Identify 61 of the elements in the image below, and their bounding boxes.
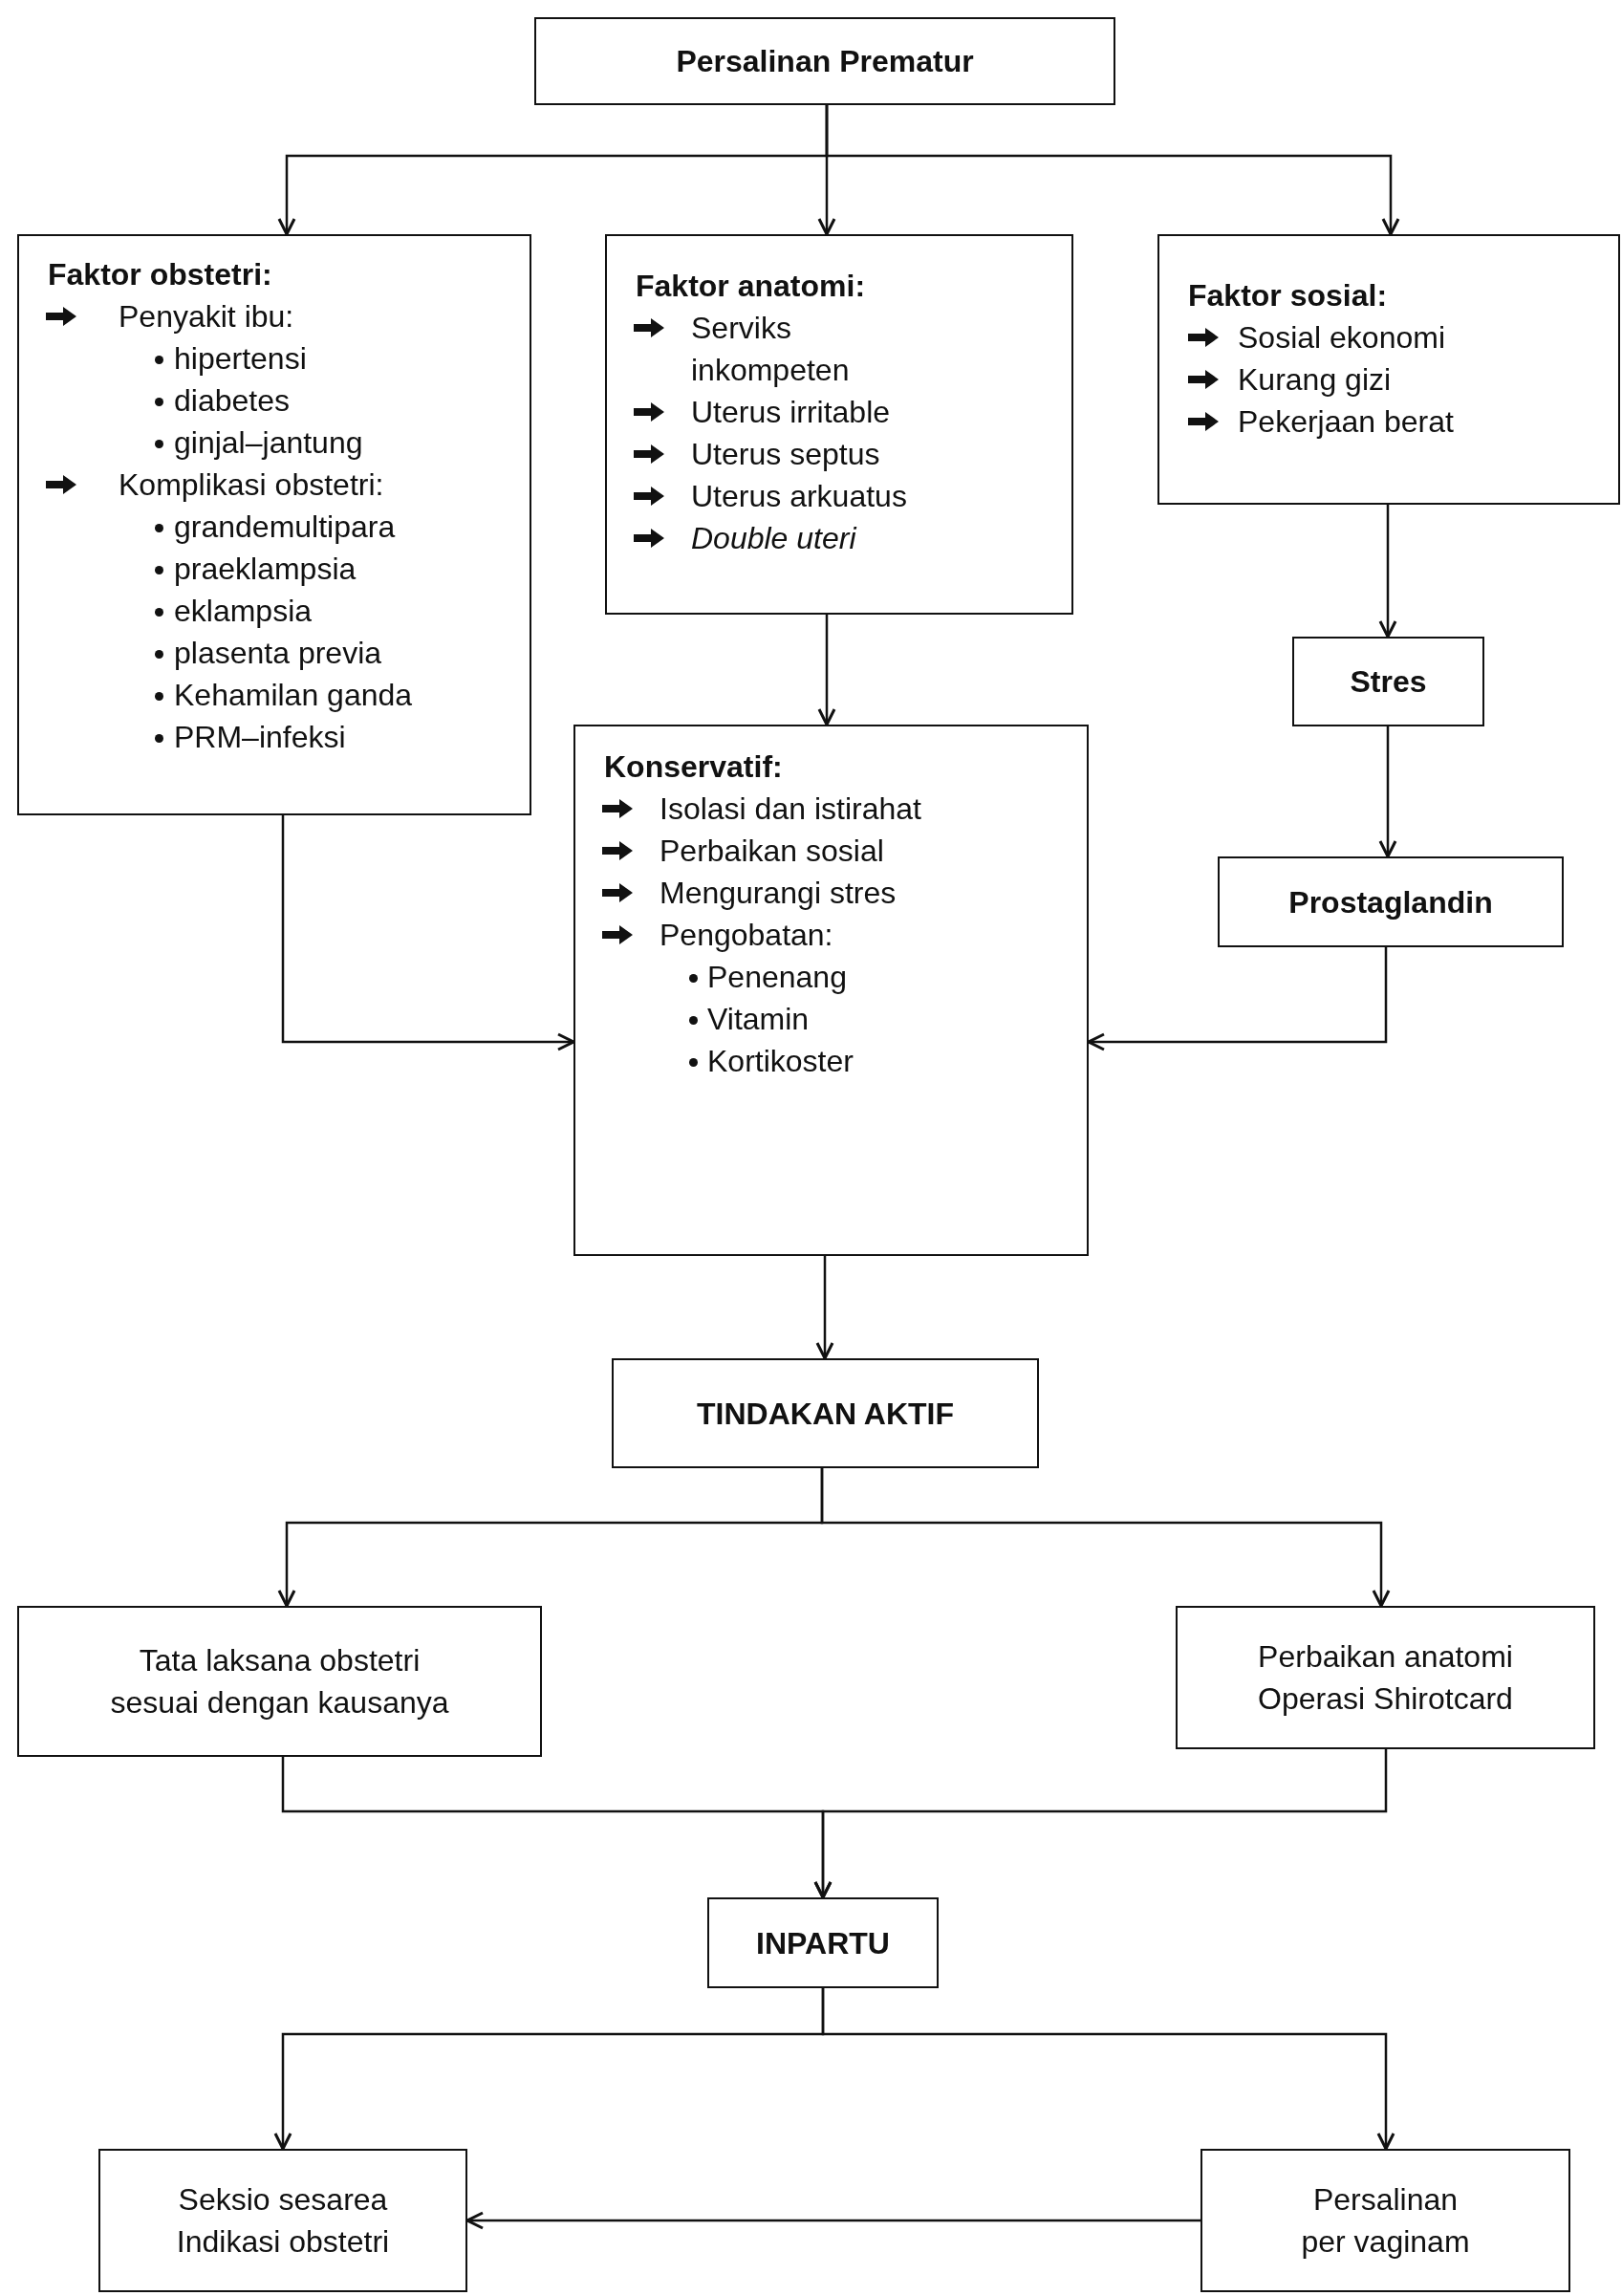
list-item: Pengobatan: [660, 917, 833, 954]
process-box [98, 2149, 467, 2292]
arrow [1378, 505, 1397, 639]
arrow [825, 105, 1400, 236]
list-item: Uterus septus [691, 436, 880, 473]
arrow [1378, 726, 1397, 858]
process-box [707, 1897, 939, 1988]
list-item: grandemultipara [174, 509, 396, 546]
arrow [281, 815, 575, 1051]
box-label: INPARTU [756, 1924, 890, 1962]
list-item: Serviks inkompeten [691, 310, 851, 389]
box-label: Prostaglandin [1288, 883, 1493, 921]
list-item: Penyakit ibu: [119, 298, 294, 336]
list-item: Kortikoster [707, 1043, 854, 1080]
process-box [573, 725, 1089, 1256]
arrow [817, 615, 836, 726]
box-heading: Faktor obstetri: [47, 256, 272, 293]
list-item: ginjal–jantung [174, 424, 363, 462]
list-item: Vitamin [707, 1001, 810, 1038]
box-label: Persalinan Prematur [676, 43, 974, 80]
process-box [17, 1606, 542, 1757]
box-label: Perbaikan anatomi Operasi Shirotcard [1257, 1638, 1514, 1718]
list-item: Mengurangi stres [660, 875, 897, 912]
process-box [1157, 234, 1620, 505]
list-item: Uterus irritable [691, 394, 891, 431]
list-item: Penenang [707, 959, 847, 996]
list-item: Sosial ekonomi [1238, 319, 1445, 357]
list-item: praeklampsia [174, 551, 357, 588]
process-box [1218, 856, 1564, 947]
list-item: hipertensi [174, 340, 307, 378]
list-item: Double uteri [691, 520, 856, 557]
box-label: Tata laksana obstetri sesuai dengan kausanya [109, 1642, 450, 1722]
arrow [813, 1749, 1388, 1899]
list-item: Kehamilan ganda [174, 677, 413, 714]
process-box [1176, 1606, 1595, 1749]
list-item: Isolasi dan istirahat [660, 791, 921, 828]
arrow [821, 1988, 1395, 2151]
list-item: plasenta previa [174, 635, 382, 672]
box-heading: Konservatif: [603, 748, 783, 786]
box-label: TINDAKAN AKTIF [697, 1395, 954, 1433]
box-heading: Faktor anatomi: [635, 268, 866, 305]
list-item: Perbaikan sosial [660, 833, 884, 870]
process-box [612, 1358, 1039, 1468]
list-item: Kurang gizi [1238, 361, 1392, 399]
process-box [1200, 2149, 1570, 2292]
list-item: Komplikasi obstetri: [119, 466, 384, 504]
arrow [815, 1256, 834, 1360]
process-box [1292, 637, 1484, 726]
process-box [605, 234, 1073, 615]
process-box [17, 234, 531, 815]
box-label: Stres [1350, 663, 1427, 701]
list-item: Pekerjaan berat [1238, 403, 1454, 441]
box-label: Seksio sesarea Indikasi obstetri [175, 2181, 391, 2261]
box-heading: Faktor sosial: [1187, 277, 1388, 314]
arrow [820, 1468, 1391, 1608]
list-item: PRM–infeksi [174, 719, 346, 756]
box-label: Persalinan per vaginam [1300, 2181, 1471, 2261]
list-item: diabetes [174, 382, 290, 420]
list-item: Uterus arkuatus [691, 478, 907, 515]
list-item: eklampsia [174, 593, 313, 630]
process-box [534, 17, 1115, 105]
